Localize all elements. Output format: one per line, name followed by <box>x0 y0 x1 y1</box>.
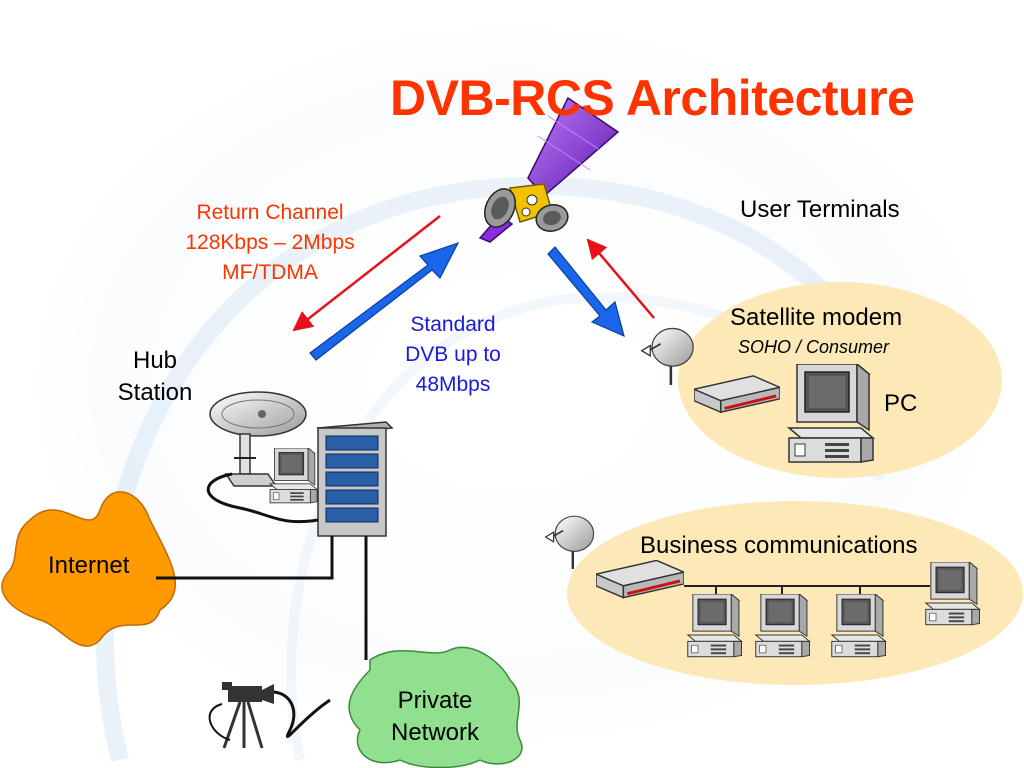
network-wires <box>156 472 368 738</box>
soho-consumer-label: SOHO / Consumer <box>738 337 890 357</box>
hub-dish-icon <box>209 391 307 487</box>
forward-channel-label: Standard DVB up to 48Mbps <box>388 310 518 400</box>
soho-pc-icon <box>788 364 874 463</box>
business-area-ellipse <box>567 501 1023 685</box>
business-pc-1 <box>687 594 743 658</box>
hub-station-line1: Hub <box>132 347 178 374</box>
private-network-label: Private Network <box>375 685 495 749</box>
private-network-line2: Network <box>390 719 480 746</box>
private-network-line1: Private <box>397 687 473 714</box>
forward-channel-line3: 48Mbps <box>415 373 491 396</box>
forward-channel-line2: DVB up to <box>405 343 501 366</box>
satellite-icon <box>478 96 620 243</box>
video-camera-icon <box>208 682 274 749</box>
hub-station-line2: Station <box>117 379 193 406</box>
business-pc-3 <box>831 594 887 658</box>
page-title: DVB-RCS Architecture <box>390 70 915 126</box>
internet-label: Internet <box>48 552 130 579</box>
hub-station-label: Hub Station <box>100 345 210 409</box>
return-channel-line2: 128Kbps – 2Mbps <box>185 231 355 254</box>
satellite-modem-label: Satellite modem <box>730 304 903 331</box>
internet-cloud <box>1 491 177 647</box>
return-channel-arrow-terminal <box>586 238 655 319</box>
private-network-cloud <box>348 646 523 768</box>
return-channel-line1: Return Channel <box>196 201 344 224</box>
business-pc-2 <box>755 594 811 658</box>
return-channel-arrow-hub <box>292 215 441 332</box>
forward-arrow-downlink <box>547 246 625 338</box>
pc-label: PC <box>884 390 918 417</box>
forward-arrow-uplink <box>309 241 460 361</box>
hub-pc-icon <box>269 448 318 504</box>
business-communications-label: Business communications <box>640 532 918 559</box>
hub-server-rack-icon <box>316 421 394 537</box>
return-channel-line3: MF/TDMA <box>222 261 318 284</box>
forward-channel-line1: Standard <box>410 313 496 336</box>
return-channel-label: Return Channel 128Kbps – 2Mbps MF/TDMA <box>170 198 370 288</box>
business-pc-4 <box>925 562 981 626</box>
user-terminals-label: User Terminals <box>740 196 900 223</box>
